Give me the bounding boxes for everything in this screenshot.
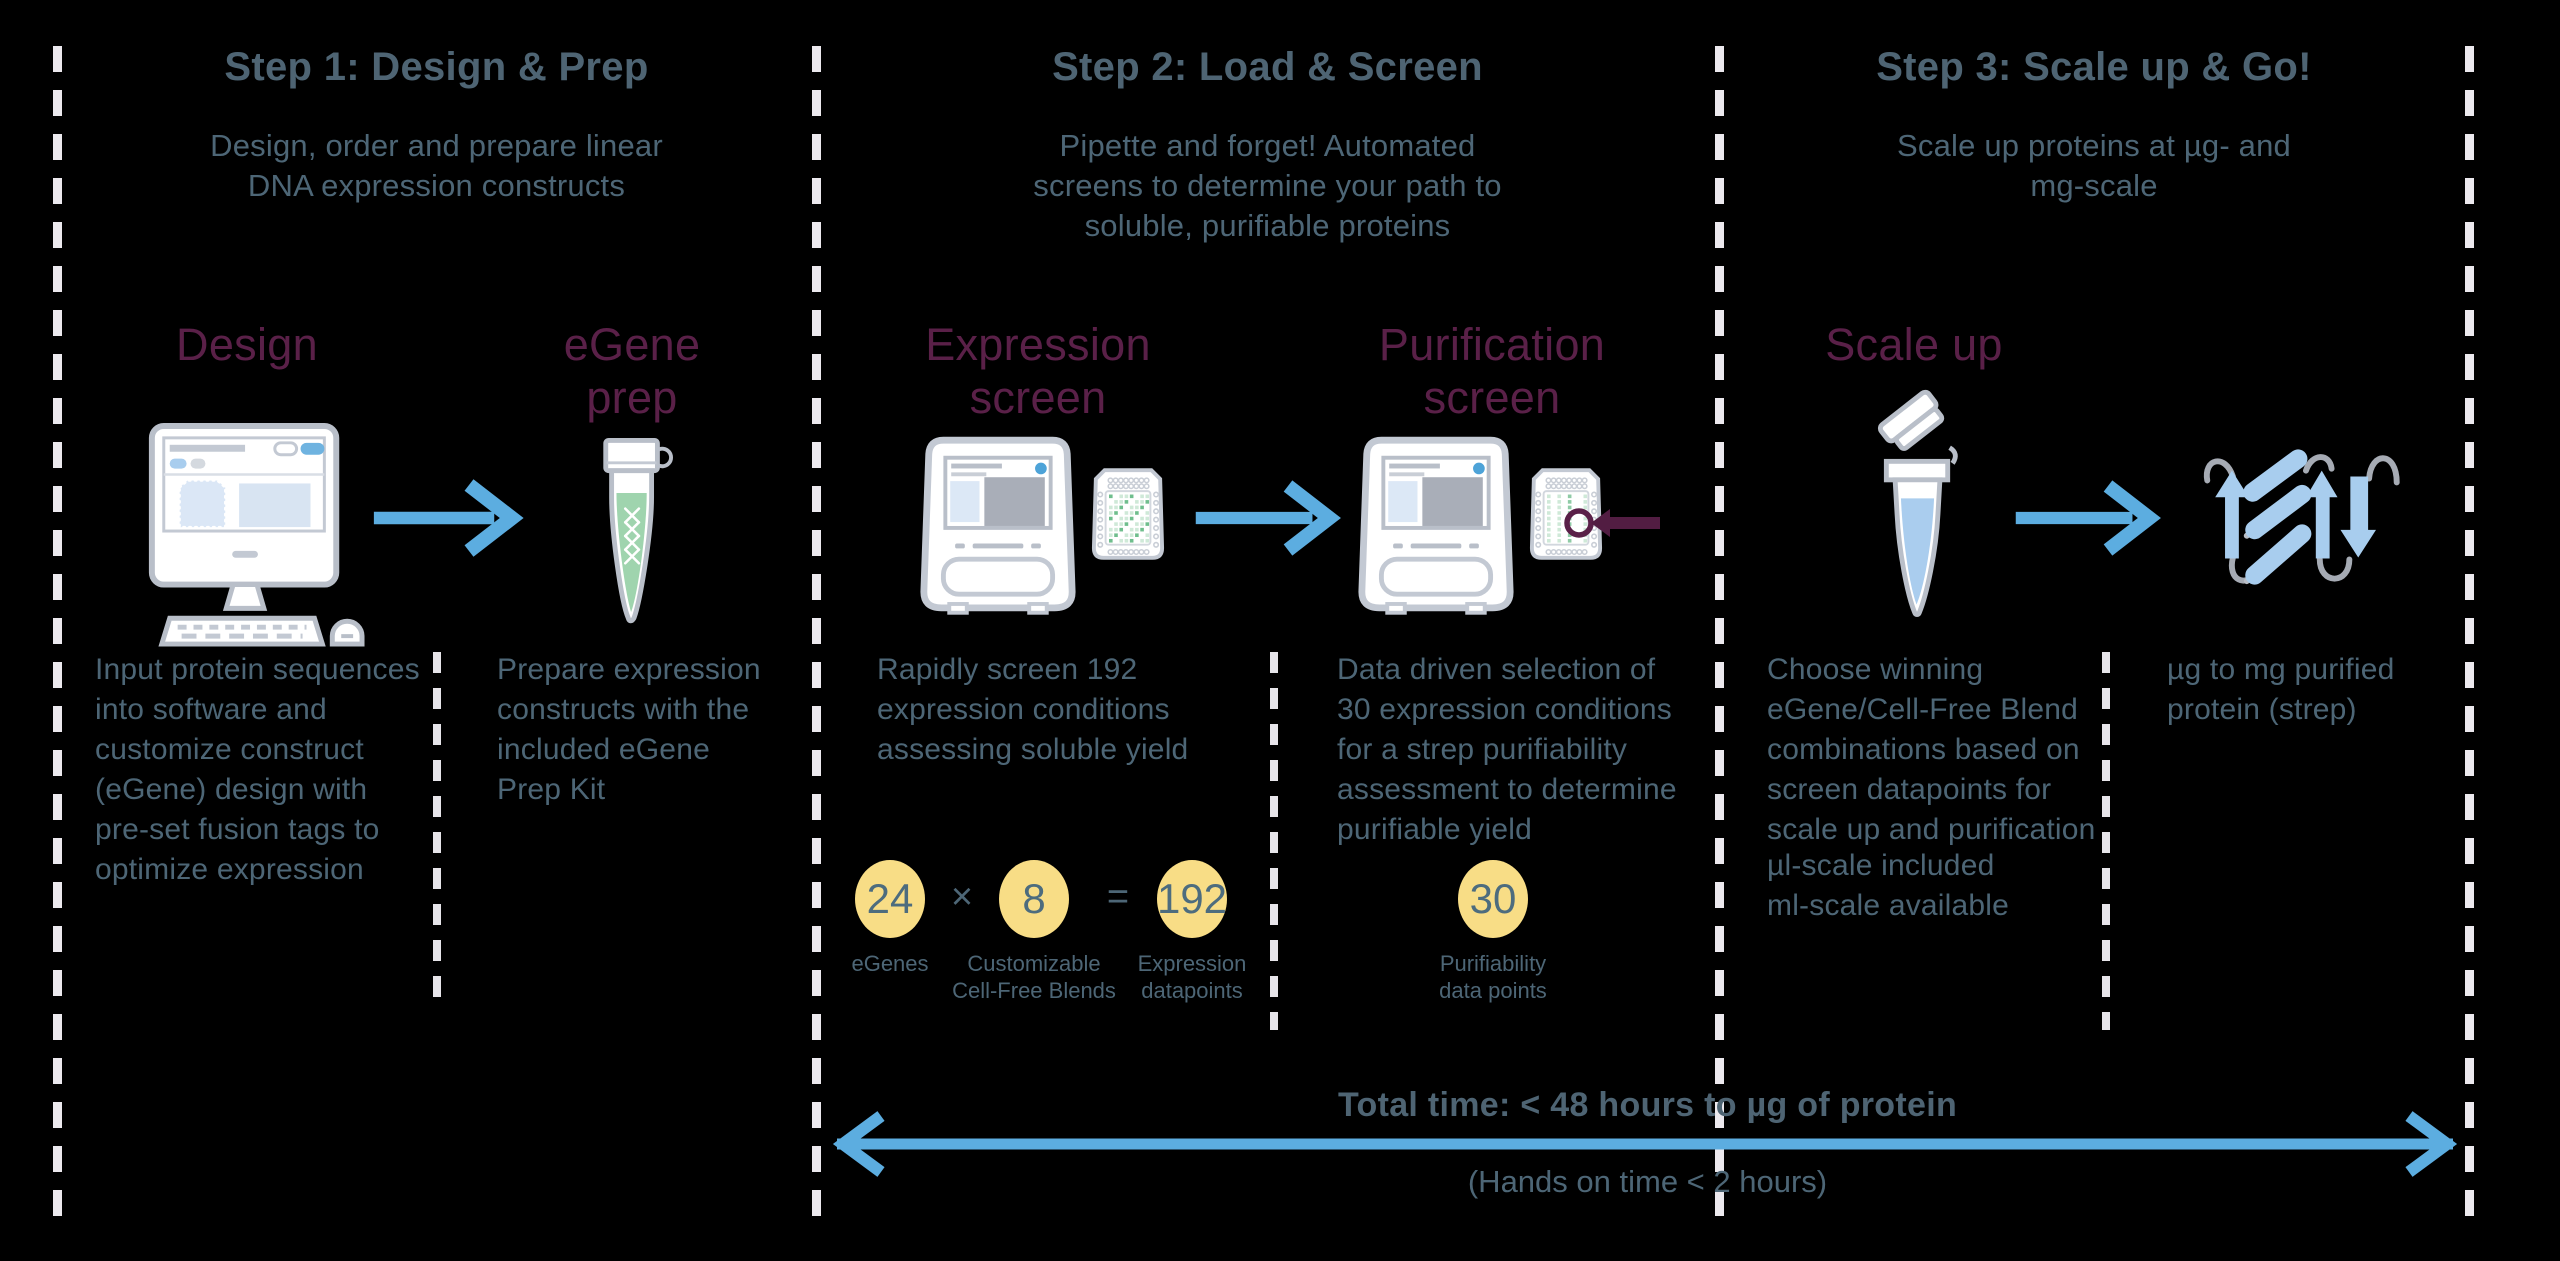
double-arrow-icon: [825, 1111, 2465, 1177]
step1-title: Step 1: Design & Prep: [224, 45, 649, 89]
arrow-left-plum-icon: [1591, 509, 1610, 537]
step3-title: Step 3: Scale up & Go!: [1876, 45, 2312, 89]
expression-instrument-icon: [920, 436, 1076, 615]
purification-screen-label: Purification screen: [1378, 319, 1606, 423]
blends-label: Customizable Cell-Free Blends: [952, 951, 1116, 1003]
egenes-label: eGenes: [851, 951, 929, 976]
subdivider-step2: [1270, 652, 1278, 1030]
purifiability-label: Purifiability data points: [1439, 951, 1547, 1003]
arrow-right-icon: [1192, 476, 1352, 560]
well-highlight-and-arrow: [1562, 501, 1664, 545]
scale-up-label: Scale up: [1825, 319, 2003, 370]
step3-description: Scale up proteins at µg- and mg-scale: [1897, 128, 2291, 203]
subdivider-step3: [2102, 652, 2110, 1030]
multiply-operator: ×: [950, 876, 974, 918]
protein-ribbon-icon: [2193, 443, 2411, 591]
expression-caption: Rapidly screen 192 expression conditions…: [877, 653, 1189, 766]
divider-step1-step2: [812, 46, 821, 1218]
step1-description: Design, order and prepare linear DNA exp…: [210, 128, 663, 203]
datapoints-count-badge: 192: [1157, 860, 1227, 938]
arrow-right-icon: [370, 476, 535, 560]
divider-right: [2465, 46, 2474, 1218]
desktop-computer-icon: [138, 422, 366, 650]
datapoints-label: Expression datapoints: [1137, 951, 1247, 1003]
divider-step2-step3: [1715, 46, 1724, 1218]
divider-left: [53, 46, 62, 1218]
highlight-ring-icon: [1564, 508, 1594, 538]
subdivider-step1: [433, 652, 441, 1010]
equals-operator: =: [1106, 876, 1130, 918]
egenes-count-badge: 24: [855, 860, 925, 938]
expression-screen-label: Expression screen: [925, 319, 1151, 423]
egene-prep-label: eGene prep: [563, 319, 701, 423]
purification-instrument-icon: [1358, 436, 1514, 615]
total-time-text: Total time: < 48 hours to µg of protein: [1337, 1086, 1958, 1124]
scale-up-caption: Choose winning eGene/Cell-Free Blend com…: [1767, 653, 2096, 846]
egene-tube-icon: [596, 436, 674, 632]
step2-description: Pipette and forget! Automated screens to…: [1033, 128, 1502, 243]
open-tube-icon: [1862, 389, 1974, 631]
purifiability-count-badge: 30: [1458, 860, 1528, 938]
expression-plate-icon: [1090, 468, 1166, 561]
arrow-right-icon: [2012, 476, 2172, 560]
result-caption: µg to mg purified protein (strep): [2167, 653, 2395, 726]
egene-prep-caption: Prepare expression constructs with the i…: [497, 653, 761, 806]
design-label: Design: [176, 319, 318, 370]
purification-caption: Data driven selection of 30 expression c…: [1337, 653, 1677, 846]
step2-title: Step 2: Load & Screen: [1052, 45, 1483, 89]
hands-on-time-text: (Hands on time < 2 hours): [1467, 1164, 1828, 1199]
design-caption: Input protein sequences into software an…: [95, 653, 420, 886]
scale-note-caption: µl-scale included ml-scale available: [1767, 849, 2010, 922]
blends-count-badge: 8: [999, 860, 1069, 938]
